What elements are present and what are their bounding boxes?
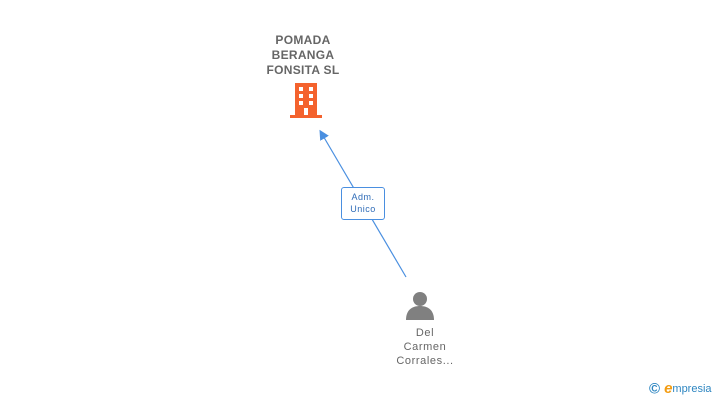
person-name[interactable]: Del Carmen Corrales... — [370, 326, 480, 368]
brand-logo[interactable]: ©empresia — [649, 380, 712, 398]
person-name-line-3: Corrales... — [396, 355, 454, 367]
brand-initial: e — [664, 380, 673, 398]
person-name-line-2: Carmen — [403, 341, 447, 353]
person-name-line-1: Del — [415, 327, 435, 339]
copyright-icon: © — [649, 380, 661, 398]
role-line-1: Adm. — [351, 192, 375, 202]
brand-name: mpresia — [672, 382, 712, 395]
role-line-2: Unico — [350, 204, 376, 214]
company-name[interactable]: POMADA BERANGA FONSITA SL — [243, 33, 363, 78]
company-name-line-3: FONSITA SL — [266, 63, 340, 77]
building-icon[interactable] — [289, 83, 323, 119]
person-icon[interactable] — [405, 290, 435, 320]
role-label: Adm. Unico — [341, 187, 385, 220]
company-name-line-2: BERANGA — [271, 48, 335, 62]
company-name-line-1: POMADA — [275, 33, 331, 47]
